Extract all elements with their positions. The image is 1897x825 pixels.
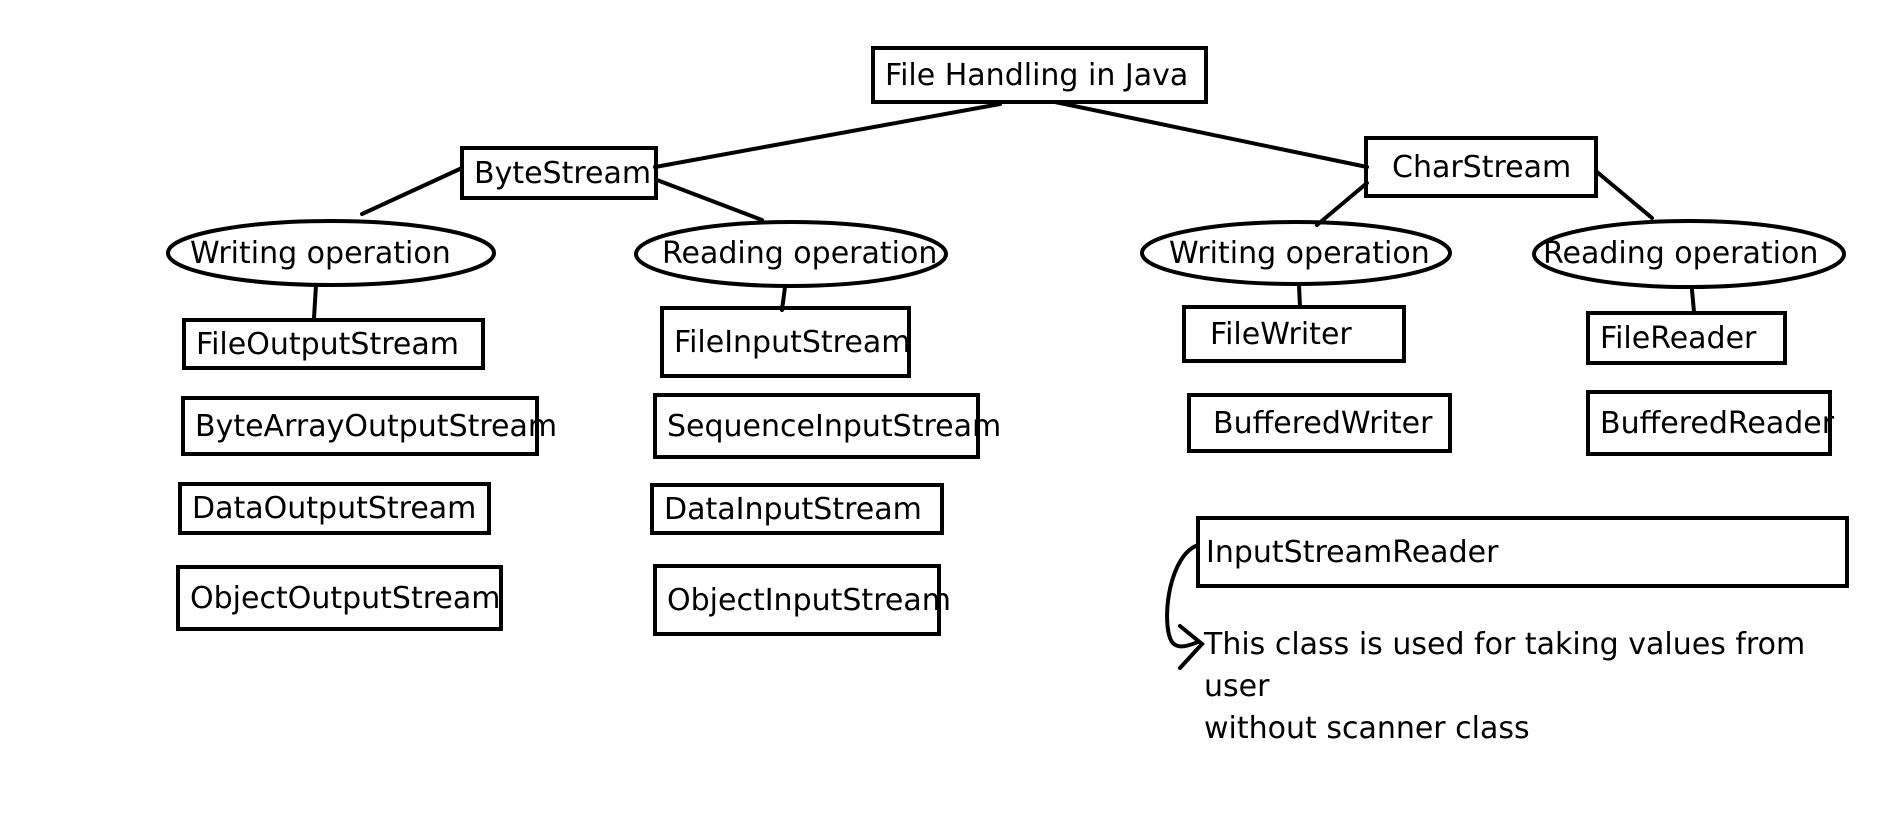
- edge-root-bytestream: [653, 102, 1002, 169]
- oval-char-reading: [1532, 219, 1846, 289]
- oval-byte-reading: [634, 220, 948, 288]
- class-node: BufferedWriter: [1187, 393, 1452, 453]
- class-label: ObjectInputStream: [667, 582, 951, 618]
- class-label: FileWriter: [1210, 316, 1352, 352]
- arrowhead-icon: [1178, 624, 1205, 670]
- inputstreamreader-note: This class is used for taking values fro…: [1204, 624, 1844, 750]
- oval-char-writing: [1140, 220, 1452, 286]
- class-node: DataInputStream: [650, 483, 944, 535]
- class-label: DataOutputStream: [192, 491, 477, 526]
- char-reading-label: Reading operation: [1543, 236, 1819, 271]
- class-label: SequenceInputStream: [667, 408, 1002, 444]
- class-label: FileOutputStream: [196, 326, 459, 362]
- edge-charstream-reading: [1595, 170, 1654, 220]
- charstream-label: CharStream: [1392, 149, 1572, 185]
- oval-byte-writing: [166, 219, 496, 287]
- note-line-2: without scanner class: [1204, 711, 1530, 746]
- class-node: ByteArrayOutputStream: [181, 396, 557, 456]
- class-label: BufferedReader: [1600, 405, 1835, 441]
- class-label: FileInputStream: [674, 324, 911, 360]
- edge-bytestream-writing: [360, 166, 464, 216]
- byte-reading-label: Reading operation: [662, 236, 938, 271]
- root-node: File Handling in Java: [871, 46, 1208, 104]
- char-writing-label: Writing operation: [1169, 236, 1430, 271]
- class-label: DataInputStream: [664, 491, 922, 527]
- inputstreamreader-label: InputStreamReader: [1206, 534, 1499, 570]
- class-node: BufferedReader: [1586, 390, 1835, 456]
- bytestream-node: ByteStream: [460, 146, 658, 200]
- class-node: DataOutputStream: [178, 482, 491, 535]
- note-line-1: This class is used for taking values fro…: [1204, 627, 1806, 704]
- edge-bytestream-reading: [655, 178, 764, 222]
- class-node: FileReader: [1586, 311, 1787, 365]
- class-node: ObjectOutputStream: [176, 565, 503, 631]
- class-label: FileReader: [1600, 320, 1757, 356]
- class-node: FileOutputStream: [182, 318, 485, 370]
- edge-root-charstream: [1053, 100, 1369, 169]
- class-label: ObjectOutputStream: [190, 580, 501, 616]
- class-label: ByteArrayOutputStream: [195, 408, 558, 444]
- byte-writing-label: Writing operation: [190, 236, 451, 271]
- class-node: FileWriter: [1182, 305, 1406, 363]
- note-connector-curve: [1165, 543, 1200, 649]
- bytestream-label: ByteStream: [474, 155, 652, 191]
- edge-charstream-writing: [1315, 181, 1369, 227]
- class-node: ObjectInputStream: [653, 564, 951, 636]
- charstream-node: CharStream: [1364, 136, 1598, 198]
- inputstreamreader-node: InputStreamReader: [1196, 516, 1849, 588]
- class-node: FileInputStream: [660, 306, 911, 378]
- class-node: SequenceInputStream: [653, 393, 1001, 459]
- edge-bw-first: [312, 283, 318, 320]
- root-label: File Handling in Java: [885, 57, 1189, 93]
- edge-cr-first: [1690, 288, 1696, 314]
- class-label: BufferedWriter: [1213, 405, 1433, 441]
- edge-cw-first: [1297, 283, 1302, 309]
